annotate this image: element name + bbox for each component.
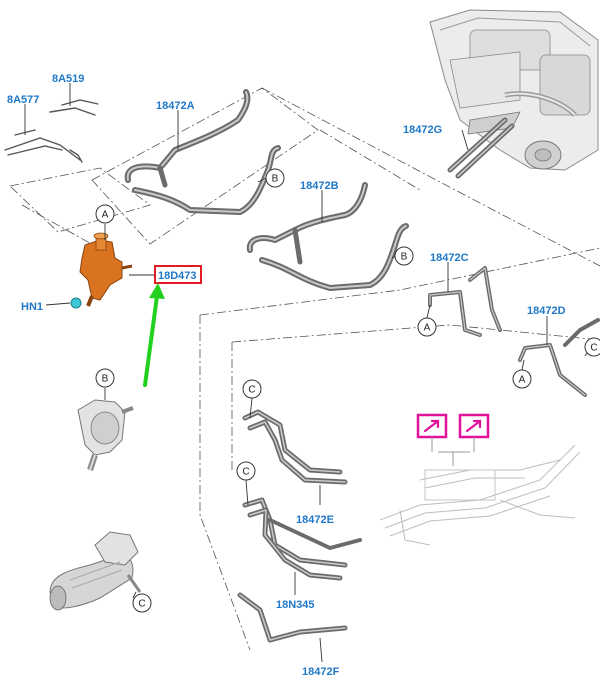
hose-18472F — [237, 592, 348, 643]
outline-inner-top — [231, 324, 600, 343]
svg-text:C: C — [590, 343, 597, 354]
callout-c-heater: C — [132, 593, 152, 613]
svg-text:A: A — [424, 323, 431, 334]
ghost-lines — [379, 444, 581, 546]
outline-18472A — [91, 87, 319, 245]
external-link-icon-2[interactable] — [458, 413, 490, 439]
heater-illustration — [49, 531, 142, 611]
callout-a-18472C: A — [417, 317, 437, 337]
svg-text:B: B — [401, 252, 408, 263]
label-18472E[interactable]: 18472E — [296, 514, 334, 526]
label-18D473[interactable]: 18D473 — [158, 270, 197, 282]
hose-18N345 — [242, 497, 362, 581]
callout-a-18472D: A — [512, 369, 532, 389]
callout-a-valve: A — [95, 204, 115, 224]
label-18472D[interactable]: 18472D — [527, 305, 566, 317]
callout-c-right: C — [584, 337, 600, 357]
hose-18472E — [242, 409, 348, 485]
callout-b-pump: B — [95, 368, 115, 388]
hn1-clip-icon — [70, 297, 82, 309]
hose-18472A — [124, 89, 281, 215]
label-18472G[interactable]: 18472G — [403, 124, 442, 136]
callout-b-18472B: B — [394, 246, 414, 266]
pump-illustration — [77, 399, 134, 471]
coolant-valve — [70, 232, 133, 309]
svg-text:C: C — [242, 467, 249, 478]
callout-b-18472A: B — [265, 168, 285, 188]
green-arrow-icon — [143, 283, 165, 387]
svg-text:C: C — [138, 599, 145, 610]
label-18472A[interactable]: 18472A — [156, 100, 195, 112]
highlight-box — [154, 265, 202, 284]
callout-c-18472E: C — [242, 379, 262, 399]
link-connector — [431, 437, 475, 452]
label-18472F[interactable]: 18472F — [302, 666, 340, 678]
svg-text:A: A — [519, 375, 526, 386]
svg-text:B: B — [272, 174, 279, 185]
group-outlines — [9, 87, 600, 651]
outline-mid — [319, 129, 421, 191]
hvac-unit — [429, 9, 599, 179]
sensor-lines — [4, 99, 99, 163]
lines-18472C-D — [428, 266, 600, 397]
svg-text:B: B — [102, 374, 109, 385]
svg-text:A: A — [102, 210, 109, 221]
outline-link-valve — [21, 204, 96, 247]
outline-lower-left — [199, 315, 251, 651]
label-8A519[interactable]: 8A519 — [52, 73, 84, 85]
hose-18472B — [246, 182, 409, 291]
external-link-icon[interactable] — [416, 413, 448, 439]
label-18N345[interactable]: 18N345 — [276, 599, 315, 611]
callout-c-18N345: C — [236, 461, 256, 481]
label-18472C[interactable]: 18472C — [430, 252, 469, 264]
label-8A577[interactable]: 8A577 — [7, 94, 39, 106]
label-HN1[interactable]: HN1 — [21, 301, 43, 313]
label-18472B[interactable]: 18472B — [300, 180, 339, 192]
svg-text:C: C — [248, 385, 255, 396]
